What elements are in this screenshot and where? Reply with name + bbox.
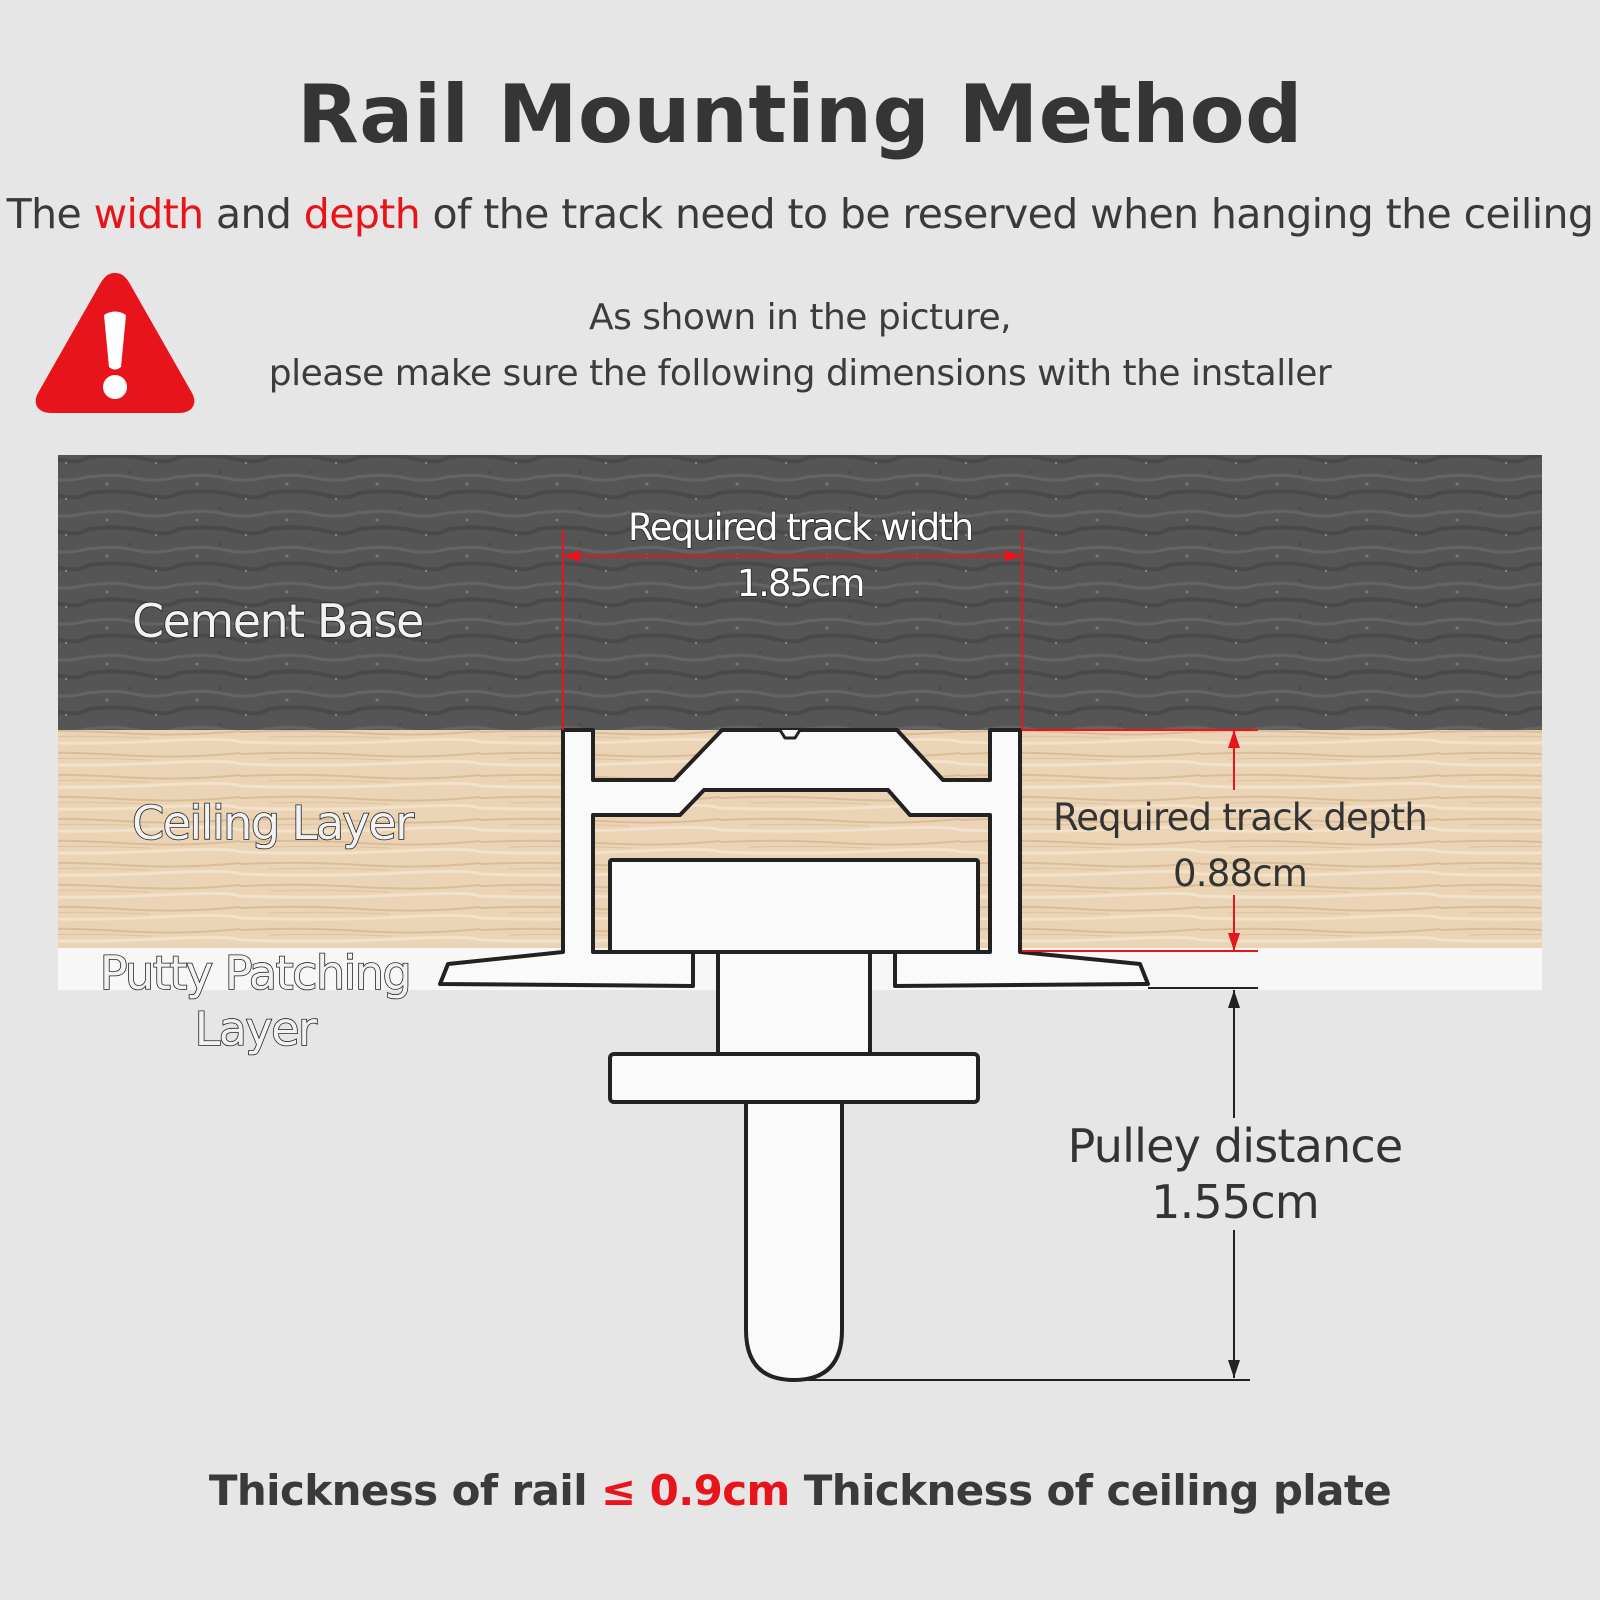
cement-layer xyxy=(58,455,1542,730)
track-depth-text: Required track depth xyxy=(1052,796,1428,839)
pulley-axle xyxy=(716,950,872,1056)
rail-thickness-note: Thickness of rail ≤ 0.9cm Thickness of c… xyxy=(0,1466,1600,1515)
track-width-value: 1.85cm xyxy=(736,561,866,605)
footer-prefix: Thickness of rail xyxy=(208,1466,602,1515)
pulley-hanger xyxy=(744,1100,844,1382)
footer-suffix: Thickness of ceiling plate xyxy=(789,1466,1392,1515)
depth-dimension xyxy=(1022,729,1258,952)
subtitle-middle: and xyxy=(203,190,304,238)
notice-line-1: As shown in the picture, xyxy=(588,297,1012,338)
pulley-distance-label: Pulley distance 1.55cm xyxy=(1040,1118,1430,1230)
notice-text: As shown in the picture, please make sur… xyxy=(200,290,1400,402)
width-dimension xyxy=(562,530,1023,730)
track-width-label: Required track width 1.85cm xyxy=(590,500,1010,612)
putty-label-line-1: Putty Patching xyxy=(99,945,413,1001)
cement-base-label: Cement Base xyxy=(131,593,425,649)
rail-profile xyxy=(438,728,1150,1382)
page-title: Rail Mounting Method xyxy=(297,68,1303,161)
subtitle-highlight-depth: depth xyxy=(303,190,421,238)
subtitle-highlight-width: width xyxy=(93,190,205,238)
putty-patching-label: Putty Patching Layer xyxy=(80,945,430,1057)
track-depth-label: Required track depth 0.88cm xyxy=(1030,790,1450,902)
putty-label-line-2: Layer xyxy=(194,1001,318,1057)
pulley-flange xyxy=(608,1052,980,1104)
pulley-distance-text: Pulley distance xyxy=(1067,1119,1404,1173)
subtitle-prefix: The xyxy=(6,190,94,238)
track-width-text: Required track width xyxy=(627,505,975,549)
subtitle-suffix: of the track need to be reserved when ha… xyxy=(420,190,1594,238)
subtitle: The width and depth of the track need to… xyxy=(0,190,1600,238)
footer-highlight: ≤ 0.9cm xyxy=(601,1466,790,1515)
track-depth-value: 0.88cm xyxy=(1173,852,1308,895)
notice-line-2: please make sure the following dimension… xyxy=(268,353,1332,394)
ceiling-layer-label: Ceiling Layer xyxy=(131,795,415,851)
pulley-wheel xyxy=(608,858,980,954)
pulley-distance-value: 1.55cm xyxy=(1151,1175,1320,1229)
warning-triangle-icon xyxy=(35,273,195,413)
